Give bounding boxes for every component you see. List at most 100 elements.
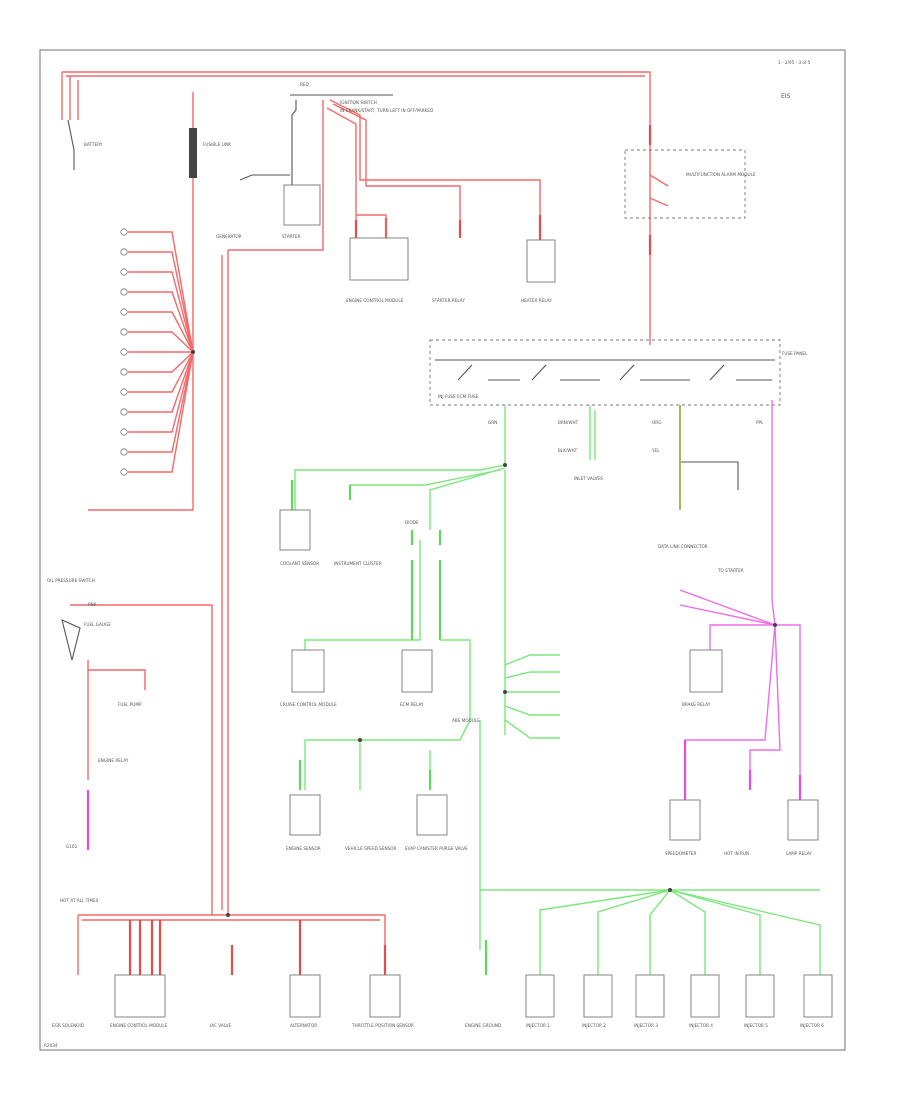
injector-5-box bbox=[745, 974, 775, 1018]
fuse-fan bbox=[120, 228, 195, 476]
fuse-terminal-icon bbox=[120, 288, 128, 296]
fuse-terminal-icon bbox=[120, 368, 128, 376]
fan-wire bbox=[128, 351, 194, 373]
fusible-link-icon bbox=[189, 128, 197, 178]
green-feed-3 bbox=[429, 467, 506, 735]
engine-ground-label: ENGINE GROUND bbox=[465, 1023, 501, 1028]
engine-sensor-box bbox=[289, 794, 321, 836]
injector-fan bbox=[539, 889, 821, 975]
starter-relay-wire bbox=[680, 461, 739, 490]
green-feed-1 bbox=[294, 405, 506, 510]
hot-in-run-label: HOT IN RUN bbox=[724, 851, 749, 856]
injector-6-box bbox=[803, 974, 833, 1018]
wire-tag-ppl: PPL bbox=[756, 420, 764, 425]
relay-contacts bbox=[649, 174, 669, 207]
evap-canister-box bbox=[416, 794, 448, 836]
generator-label: GENERATOR bbox=[216, 234, 242, 239]
alternator-box bbox=[289, 974, 321, 1018]
fuse-terminal-icon bbox=[120, 308, 128, 316]
wire-tag-blk-wht: BLK/WHT bbox=[558, 448, 578, 453]
top-bus-wire bbox=[62, 71, 651, 345]
fuse-panel-box bbox=[429, 339, 781, 406]
speedometer-label: SPEEDOMETER bbox=[665, 851, 696, 856]
bottom-connector-leads bbox=[128, 920, 387, 975]
ecm-connector-leads bbox=[354, 215, 542, 240]
fuel-sender-icon bbox=[61, 619, 81, 661]
bottom-junction bbox=[226, 913, 230, 917]
ign-feed-460 bbox=[332, 103, 461, 230]
to-starter-label: TO STARTER bbox=[717, 568, 744, 573]
fuse-terminal-icon bbox=[120, 408, 128, 416]
fusible-link-wire bbox=[88, 92, 194, 511]
fan-wire bbox=[128, 271, 194, 353]
g-ground-label: G101 bbox=[66, 844, 78, 849]
fan-wire bbox=[128, 331, 194, 353]
ecm-jumper bbox=[356, 214, 387, 238]
injector-3-label: INJECTOR 3 bbox=[634, 1023, 658, 1028]
evap-canister-label: EVAP CANISTER PURGE VALVE bbox=[405, 846, 468, 851]
egr-solenoid-label: EGR SOLENOID bbox=[52, 1023, 84, 1028]
fan-wire bbox=[128, 351, 194, 393]
wire-tag-yel: YEL bbox=[651, 448, 660, 453]
fuel-sensor-wire bbox=[88, 669, 146, 690]
battery-leads bbox=[61, 72, 79, 120]
fuse-panel-switches bbox=[457, 364, 772, 381]
hot-at-all-times-label: HOT AT ALL TIMES bbox=[60, 898, 99, 903]
fan-wire bbox=[128, 351, 194, 453]
ign-feed-356 bbox=[326, 107, 357, 230]
injector-4-box bbox=[690, 974, 720, 1018]
dlc-label: DATA LINK CONNECTOR bbox=[658, 544, 708, 549]
generator-lead bbox=[239, 174, 290, 181]
engine-relay-label: ENGINE RELAY bbox=[98, 758, 129, 763]
battery-ground bbox=[67, 119, 75, 170]
inlet-valves-label: INLET VALVES bbox=[574, 476, 603, 481]
cluster-label: INSTRUMENT CLUSTER bbox=[334, 561, 382, 566]
abs-module-label: ABS MODULE bbox=[452, 718, 480, 723]
pink-inputs bbox=[679, 589, 776, 626]
alternator-label: ALTERNATOR bbox=[290, 1023, 317, 1028]
lamp-relay-box bbox=[787, 799, 819, 841]
heater-relay-box bbox=[526, 239, 556, 283]
fan-wire bbox=[128, 231, 194, 353]
starter-notes-label: IN CRANK/START, TURN LEFT IN OFF/PARKED bbox=[340, 108, 433, 113]
fuse-panel: FUSE PANEL bbox=[429, 149, 808, 406]
fuse-terminal-icon bbox=[120, 328, 128, 336]
labels: BATTERY FUSIBLE LINK GENERATOR STARTER I… bbox=[47, 82, 824, 1028]
brake-relay-label: BRAKE RELAY bbox=[682, 702, 711, 707]
pink-connector-leads bbox=[86, 740, 802, 850]
wire-tag-pnk: PNK bbox=[88, 602, 97, 607]
starter-label: STARTER bbox=[282, 234, 301, 239]
green-right-drop bbox=[304, 639, 471, 790]
iac-valve-label: IAC VALVE bbox=[210, 1023, 231, 1028]
fuses-right-label: INJ FUSE ECM FUSE bbox=[438, 394, 479, 399]
coolant-sensor-label: COOLANT SENSOR bbox=[280, 561, 319, 566]
wire-tag-brn-wht: BRN/WHT bbox=[558, 420, 579, 425]
fan-wire bbox=[128, 351, 194, 473]
wire-tag-org: ORG bbox=[652, 420, 661, 425]
cruise-module-label: CRUISE CONTROL MODULE bbox=[280, 702, 337, 707]
fan-junction bbox=[191, 350, 195, 354]
injector-6-label: INJECTOR 6 bbox=[800, 1023, 824, 1028]
injector-3-box bbox=[635, 974, 665, 1018]
fan-wire bbox=[128, 291, 194, 353]
starter-lead bbox=[291, 100, 297, 185]
fuse-terminal-icon bbox=[120, 348, 128, 356]
coolant-sensor-box bbox=[279, 509, 311, 551]
speedometer-box bbox=[669, 799, 701, 841]
fuse-panel-label: FUSE PANEL bbox=[782, 351, 808, 356]
ecm-bottom-box bbox=[114, 974, 166, 1018]
throttle-position-box bbox=[369, 974, 401, 1018]
fuse-terminal-icon bbox=[120, 268, 128, 276]
fuse-terminal-icon bbox=[120, 448, 128, 456]
pink-junction bbox=[773, 623, 777, 627]
green-circuit bbox=[290, 405, 821, 975]
fan-wire bbox=[128, 311, 194, 353]
left-middle-wire bbox=[70, 604, 213, 915]
ecm-bottom-label: ENGINE CONTROL MODULE bbox=[110, 1023, 168, 1028]
red-circuit bbox=[61, 71, 652, 975]
injector-2-label: INJECTOR 2 bbox=[582, 1023, 606, 1028]
green-left-drop bbox=[304, 540, 421, 650]
throttle-position-label: THROTTLE POSITION SENSOR bbox=[351, 1023, 414, 1028]
green-junction-3 bbox=[358, 738, 362, 742]
